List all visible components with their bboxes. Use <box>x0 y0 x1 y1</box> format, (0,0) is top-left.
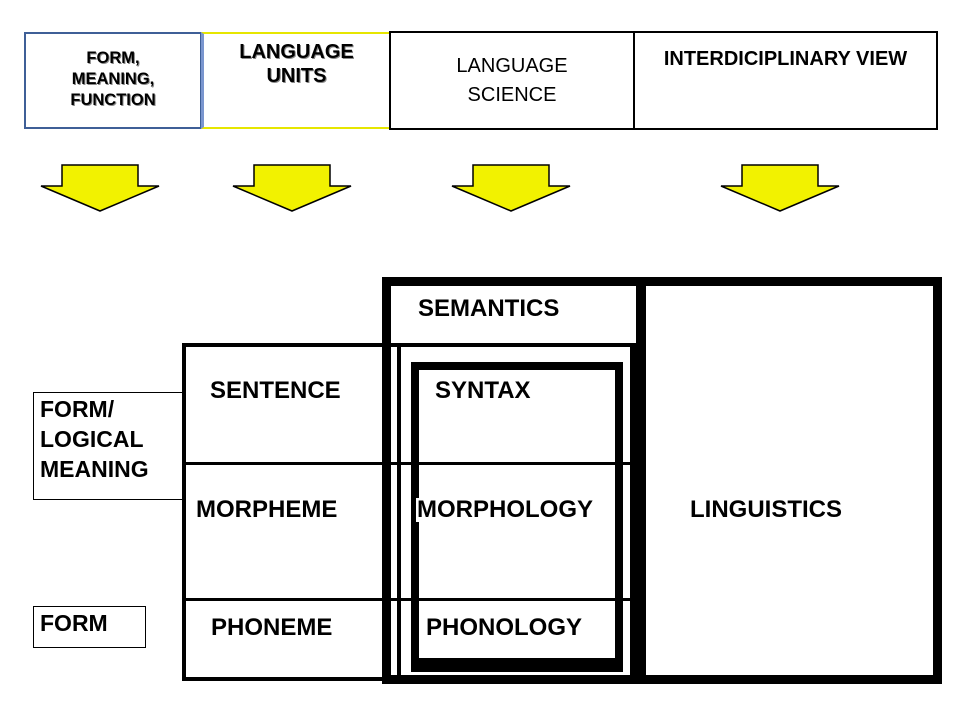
syntax-label: SYNTAX <box>435 377 531 404</box>
morpheme-label: MORPHEME <box>196 496 338 523</box>
row-divider <box>184 598 633 601</box>
phoneme-label: PHONEME <box>211 614 333 641</box>
down-arrow-icon <box>720 164 840 212</box>
header-box-language-science: LANGUAGE SCIENCE <box>389 31 635 130</box>
header-box-form-meaning-function: FORM, MEANING, FUNCTION <box>24 32 202 129</box>
form-label: FORM <box>33 606 146 648</box>
syntax-frame <box>411 362 623 672</box>
language-units-frame <box>182 343 634 681</box>
header-box-language-units: LANGUAGE UNITS <box>201 32 391 129</box>
row-divider <box>184 462 633 465</box>
sentence-label: SENTENCE <box>210 377 341 404</box>
down-arrow-icon <box>232 164 352 212</box>
morphology-label: MORPHOLOGY <box>416 496 595 523</box>
header-box-interdisciplinary-view: INTERDICIPLINARY VIEW <box>633 31 938 130</box>
down-arrow-icon <box>40 164 160 212</box>
linguistics-label: LINGUISTICS <box>690 496 843 523</box>
phonology-label: PHONOLOGY <box>426 614 583 641</box>
form-logical-meaning-label: FORM/ LOGICAL MEANING <box>33 392 183 500</box>
linguistics-frame <box>382 277 942 684</box>
linguistics-divider <box>636 277 646 684</box>
semantics-label: SEMANTICS <box>418 295 560 322</box>
semantics-frame <box>397 343 637 679</box>
down-arrow-icon <box>451 164 571 212</box>
